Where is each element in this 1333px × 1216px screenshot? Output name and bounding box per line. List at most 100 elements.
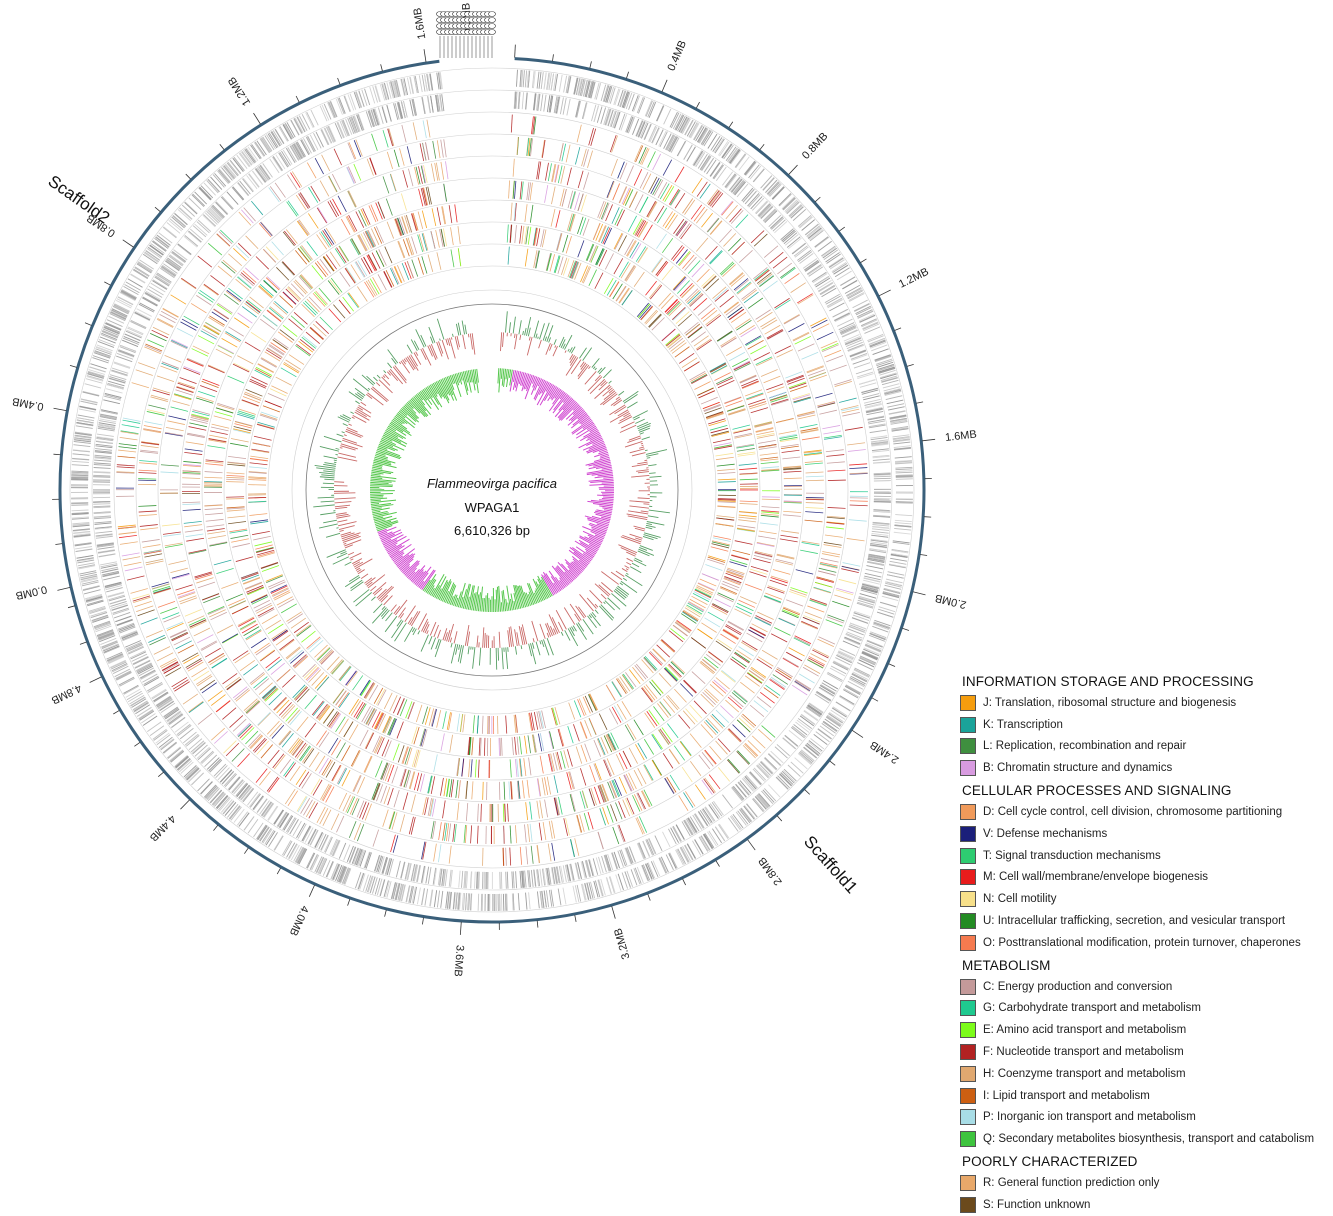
cog-gene-mark bbox=[258, 712, 271, 725]
gene-mark bbox=[103, 576, 120, 580]
gene-mark bbox=[428, 867, 431, 884]
cog-gene-mark bbox=[707, 218, 719, 232]
cog-gene-mark bbox=[182, 319, 198, 328]
gene-mark bbox=[558, 889, 561, 906]
gene-mark bbox=[712, 802, 722, 816]
gene-mark bbox=[815, 237, 829, 247]
cog-gene-mark bbox=[231, 438, 249, 441]
cog-gene-mark bbox=[847, 443, 865, 445]
gene-mark bbox=[268, 134, 277, 148]
cog-gene-mark bbox=[783, 515, 801, 517]
cog-gene-mark bbox=[610, 135, 616, 152]
cog-gene-mark bbox=[761, 467, 779, 468]
gene-mark bbox=[422, 888, 425, 905]
cog-gene-mark bbox=[349, 191, 357, 207]
cog-gene-mark bbox=[349, 724, 358, 740]
cog-gene-mark bbox=[298, 221, 309, 236]
gene-mark bbox=[894, 532, 911, 534]
cog-gene-mark bbox=[826, 527, 844, 529]
gene-mark bbox=[111, 371, 127, 376]
cog-gene-mark bbox=[720, 296, 734, 307]
cog-gene-mark bbox=[138, 480, 156, 481]
cog-gene-mark bbox=[773, 569, 790, 574]
cog-gene-mark bbox=[806, 476, 824, 477]
cog-gene-mark bbox=[383, 176, 389, 193]
gene-mark bbox=[461, 871, 462, 888]
gene-mark bbox=[890, 558, 907, 561]
cog-gene-mark bbox=[605, 759, 612, 776]
gene-mark bbox=[870, 430, 887, 433]
cog-gene-mark bbox=[834, 595, 851, 600]
gene-mark bbox=[326, 861, 333, 877]
cog-gene-mark bbox=[522, 780, 524, 798]
cog-gene-mark bbox=[243, 578, 260, 584]
cog-gene-mark bbox=[727, 760, 739, 774]
cog-gene-mark bbox=[551, 186, 555, 204]
cog-gene-mark bbox=[724, 397, 741, 403]
cog-gene-mark bbox=[752, 624, 768, 632]
cog-gene-mark bbox=[373, 830, 379, 847]
cog-gene-mark bbox=[394, 150, 399, 167]
gene-mark bbox=[551, 74, 553, 91]
gene-mark bbox=[868, 336, 884, 342]
gene-mark bbox=[130, 651, 145, 658]
cog-gene-mark bbox=[660, 729, 670, 744]
cog-gene-mark bbox=[580, 791, 585, 808]
gene-mark bbox=[638, 98, 644, 114]
gene-mark bbox=[71, 471, 88, 472]
gene-mark bbox=[178, 244, 191, 254]
cog-gene-mark bbox=[685, 791, 695, 806]
gene-mark bbox=[244, 817, 254, 831]
cog-gene-mark bbox=[653, 760, 662, 775]
cog-gene-mark bbox=[642, 687, 653, 701]
gene-mark bbox=[872, 531, 889, 533]
gene-mark bbox=[71, 475, 88, 476]
cog-gene-mark bbox=[636, 146, 643, 162]
gene-mark bbox=[401, 79, 405, 96]
gene-mark bbox=[324, 837, 331, 852]
cog-gene-mark bbox=[187, 359, 204, 366]
cog-gene-mark bbox=[542, 230, 546, 248]
cog-gene-mark bbox=[427, 120, 430, 138]
cog-gene-mark bbox=[625, 265, 635, 280]
cog-gene-mark bbox=[240, 660, 255, 670]
cog-gene-mark bbox=[225, 333, 241, 342]
gene-mark bbox=[72, 510, 89, 511]
gene-mark bbox=[192, 195, 204, 207]
cog-gene-mark bbox=[634, 770, 642, 786]
gene-mark bbox=[655, 836, 662, 851]
cog-gene-mark bbox=[354, 164, 361, 181]
gene-mark bbox=[227, 192, 238, 205]
cog-gene-mark bbox=[205, 472, 223, 473]
cog-gene-mark bbox=[372, 253, 380, 269]
cog-gene-mark bbox=[718, 767, 729, 781]
cog-gene-mark bbox=[762, 650, 777, 659]
gene-mark bbox=[343, 120, 349, 136]
gene-mark bbox=[873, 459, 890, 460]
gene-mark bbox=[710, 162, 720, 176]
cog-gene-mark bbox=[185, 530, 203, 532]
gene-mark bbox=[71, 477, 88, 478]
cog-gene-mark bbox=[710, 192, 721, 206]
gene-mark bbox=[140, 303, 155, 311]
cog-gene-mark bbox=[286, 229, 297, 243]
gene-mark bbox=[809, 229, 822, 240]
cog-gene-mark bbox=[782, 450, 800, 452]
cog-gene-mark bbox=[413, 122, 417, 140]
cog-gene-mark bbox=[308, 213, 318, 228]
cog-gene-mark bbox=[166, 427, 184, 430]
gene-mark bbox=[139, 710, 153, 719]
cog-gene-mark bbox=[740, 503, 758, 504]
gene-mark bbox=[513, 871, 514, 888]
cog-gene-mark bbox=[674, 689, 686, 702]
cog-gene-mark bbox=[354, 823, 361, 840]
cog-gene-mark bbox=[317, 677, 329, 691]
cog-gene-mark bbox=[233, 364, 249, 372]
cog-gene-mark bbox=[805, 461, 823, 463]
cog-gene-mark bbox=[740, 682, 754, 693]
cog-gene-mark bbox=[720, 262, 733, 274]
gene-mark bbox=[893, 442, 910, 444]
cog-gene-mark bbox=[822, 345, 839, 352]
cog-gene-mark bbox=[849, 468, 867, 469]
gene-mark bbox=[170, 751, 183, 762]
